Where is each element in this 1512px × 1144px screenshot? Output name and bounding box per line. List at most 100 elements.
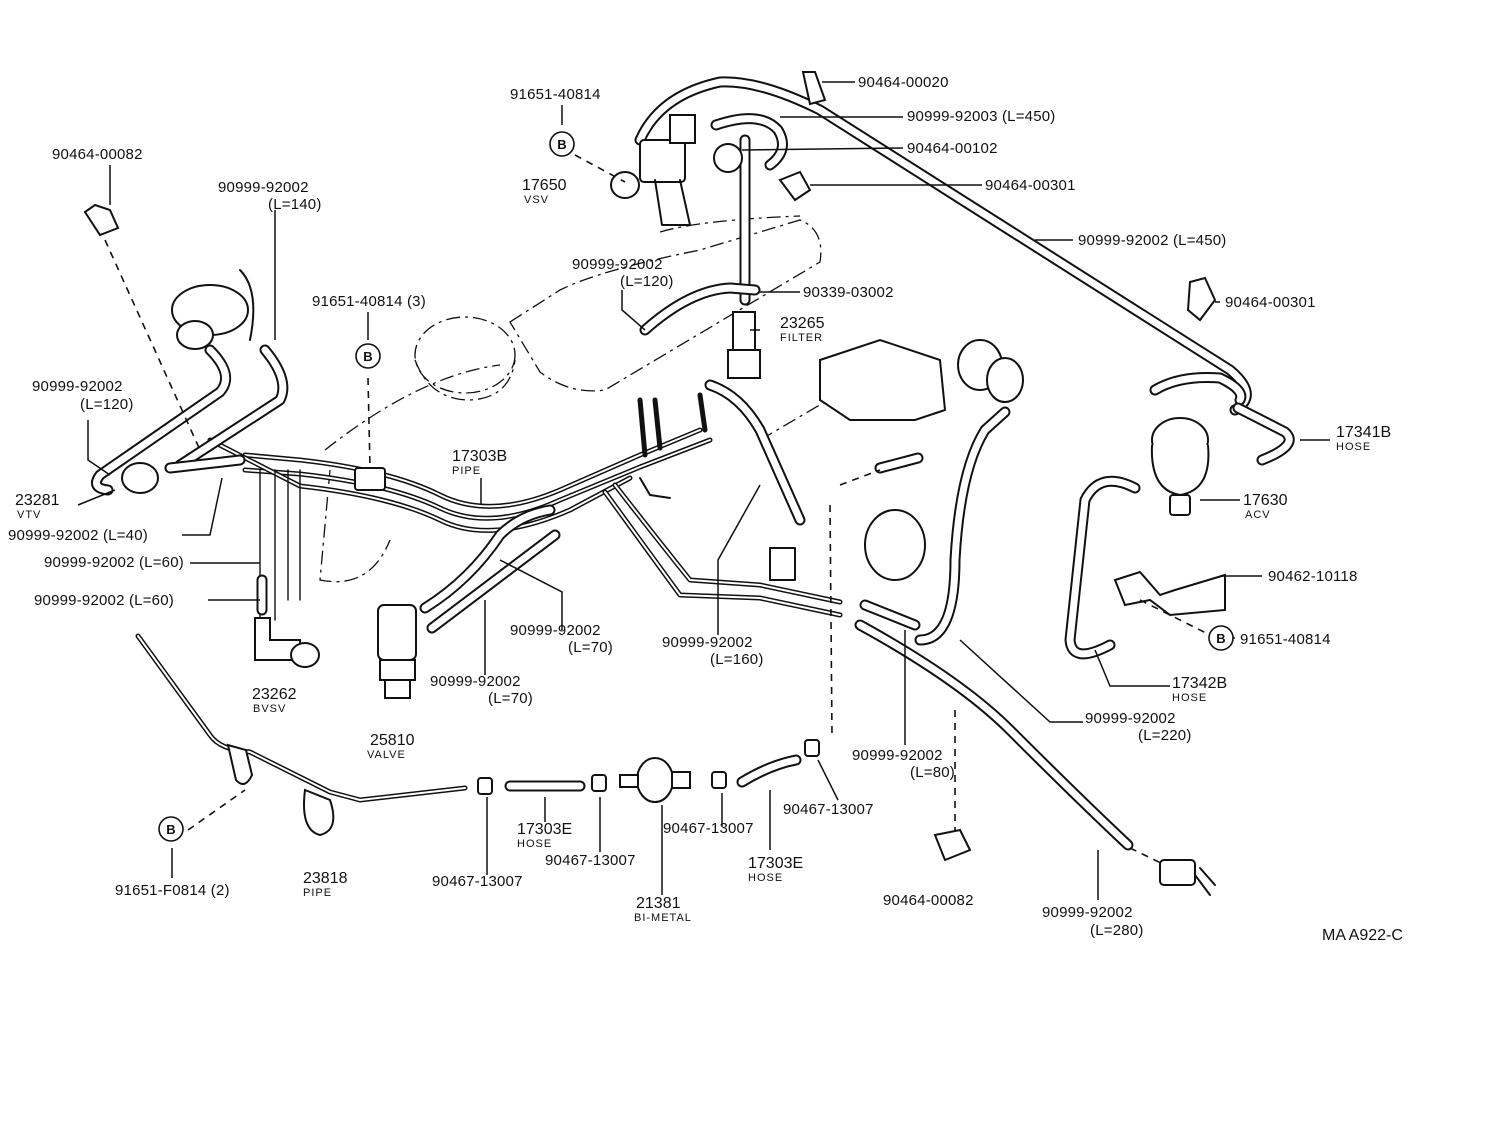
clamp-90467-13007-4 [804,739,820,757]
vtv-23281 [121,462,159,494]
label-90999-92002-l220: 90999-92002 [1085,710,1176,727]
diaphragm-actuator-right [957,339,1024,403]
clip-90464-00102 [713,143,743,173]
label-90999-92002-l70-a-len: (L=70) [568,639,613,656]
badge-b-bottom-left: B [158,816,184,842]
bimetal-21381 [619,757,691,803]
label-90464-00301-top: 90464-00301 [985,177,1076,194]
label-90999-92002-l120-left: 90999-92002 [32,378,123,395]
badge-b-center: B [355,343,381,369]
label-90999-92002-l40: 90999-92002 (L=40) [8,527,148,544]
filter-23265 [727,311,761,379]
label-90999-92002-l280: 90999-92002 [1042,904,1133,921]
label-90999-92002-l220-len: (L=220) [1138,727,1192,744]
vsv-17650 [610,114,696,226]
air-cleaner-housing [819,338,947,421]
label-90999-92002-l60-a: 90999-92002 (L=60) [44,554,184,571]
label-17342b: 17342B [1172,675,1227,692]
label-23281-sub: VTV [17,509,41,521]
dashed-reference-lines [104,154,1211,866]
label-90464-00301-right: 90464-00301 [1225,294,1316,311]
label-90464-00102: 90464-00102 [907,140,998,157]
diagram-reference-code: MA A922-C [1322,927,1403,944]
pipe-23818 [135,633,468,837]
label-90999-92003-l450: 90999-92003 (L=450) [907,108,1056,125]
label-90462-10118: 90462-10118 [1268,568,1358,585]
label-90999-92002-l120-right: 90999-92002 [572,256,663,273]
label-90467-13007-bottom: 90467-13007 [432,873,523,890]
label-91651-40814-3: 91651-40814 (3) [312,293,426,310]
svg-text:B: B [166,822,175,837]
leader-lines [77,81,1330,900]
pipe-bundle-17303b [207,392,843,621]
label-17341b: 17341B [1336,424,1391,441]
label-17303e-left-sub: HOSE [517,838,552,850]
valve-25810 [377,604,417,699]
label-23818: 23818 [303,870,348,887]
clamp-90467-13007-3 [711,771,727,789]
acv-17630 [1150,417,1210,516]
part-labels: 90464-00020 90999-92003 (L=450) 90464-00… [8,74,1403,944]
label-90999-92002-l70-b-len: (L=70) [488,690,533,707]
clamp-90467-13007-2 [591,774,607,792]
clip-90464-00301-top [778,170,812,202]
label-90999-92002-l140: 90999-92002 [218,179,309,196]
diaphragm-actuator-left [171,269,255,350]
label-23818-sub: PIPE [303,887,332,899]
label-90999-92002-l80: 90999-92002 [852,747,943,764]
label-17303e-right: 17303E [748,855,803,872]
label-23262: 23262 [252,686,297,703]
label-17341b-sub: HOSE [1336,441,1371,453]
bvsv-23262 [254,617,320,668]
label-17650: 17650 [522,177,567,194]
clip-90464-00082-bottom [933,828,972,862]
svg-text:B: B [557,137,566,152]
label-90999-92002-l140-len: (L=140) [268,196,322,213]
label-17342b-sub: HOSE [1172,692,1207,704]
bracket-90462-10118 [1113,570,1226,617]
components [83,71,1226,896]
clamp-90467-13007-1 [477,777,493,795]
label-90999-92002-l280-len: (L=280) [1090,922,1144,939]
label-90999-92002-l70-b: 90999-92002 [430,673,521,690]
label-90999-92002-l120-right-len: (L=120) [620,273,674,290]
label-90467-13007-right: 90467-13007 [783,801,874,818]
label-17303b: 17303B [452,448,507,465]
label-21381-sub: BI-METAL [634,912,692,924]
label-17303e-right-sub: HOSE [748,872,783,884]
label-90467-13007-center: 90467-13007 [663,820,754,837]
diaphragm-actuator-center [864,509,926,581]
label-23265: 23265 [780,315,825,332]
label-17630-sub: ACV [1245,509,1271,521]
badge-b-right: B [1208,625,1234,651]
label-23281: 23281 [15,492,60,509]
label-17303e-left: 17303E [517,821,572,838]
badge-b-top: B [549,131,575,157]
label-91651-40814-top: 91651-40814 [510,86,601,103]
label-90999-92002-l80-len: (L=80) [910,764,955,781]
svg-text:B: B [363,349,372,364]
label-23262-sub: BVSV [253,703,286,715]
sensor-bottom-right [1159,859,1216,896]
label-25810-sub: VALVE [367,749,406,761]
label-21381: 21381 [636,895,681,912]
label-90999-92002-l120-left-len: (L=120) [80,396,134,413]
label-90467-13007-mid: 90467-13007 [545,852,636,869]
label-90999-92002-l160: 90999-92002 [662,634,753,651]
label-23265-sub: FILTER [780,332,823,344]
label-90339-03002: 90339-03002 [803,284,894,301]
label-91651-f0814-2: 91651-F0814 (2) [115,882,230,899]
label-17303b-sub: PIPE [452,465,481,477]
label-90464-00082-left: 90464-00082 [52,146,143,163]
label-90999-92002-l70-a: 90999-92002 [510,622,601,639]
label-91651-40814-right: 91651-40814 [1240,631,1331,648]
clip-90464-00301-right [1186,276,1217,322]
label-17650-sub: VSV [524,194,549,206]
label-90999-92002-l450: 90999-92002 (L=450) [1078,232,1227,249]
label-90999-92002-l160-len: (L=160) [710,651,764,668]
label-90464-00082-bottom: 90464-00082 [883,892,974,909]
label-17630: 17630 [1243,492,1288,509]
clip-90464-00020 [801,71,827,106]
